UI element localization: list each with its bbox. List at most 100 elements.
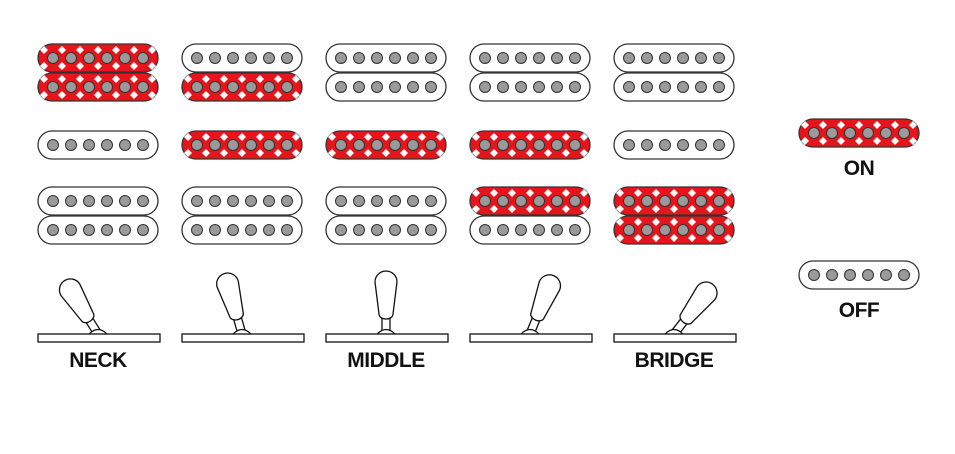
pole-piece — [119, 139, 131, 151]
diamond-pattern — [220, 149, 228, 157]
pole-piece — [371, 224, 383, 236]
pole-piece — [641, 81, 653, 93]
bottom-humbucker-lower-coil-on — [613, 215, 735, 245]
diamond-pattern — [364, 133, 372, 141]
legend: ON OFF — [798, 118, 920, 322]
pole-piece — [353, 195, 365, 207]
pole-piece — [119, 52, 131, 64]
diamond-pattern — [238, 133, 246, 141]
top-humbucker-lower-coil-off — [325, 72, 447, 102]
bottom-humbucker-lower-coil-off — [469, 215, 591, 245]
diamond-pattern — [706, 189, 714, 197]
diamond-pattern — [148, 75, 156, 83]
pole-piece — [551, 52, 563, 64]
diamond-pattern — [274, 75, 282, 83]
coil-body — [613, 130, 735, 160]
bottom-humbucker-upper-coil-off — [325, 186, 447, 216]
pole-piece — [880, 269, 892, 281]
coil-body — [613, 186, 735, 216]
pole-piece — [533, 52, 545, 64]
pole-piece — [407, 52, 419, 64]
pole-piece — [191, 224, 203, 236]
pole-piece — [713, 139, 725, 151]
pole-piece — [281, 81, 293, 93]
diamond-pattern — [706, 234, 714, 242]
switch-position-3: MIDDLE — [325, 43, 449, 372]
diamond-pattern — [670, 205, 678, 213]
diamond-pattern — [256, 91, 264, 99]
switch-position-2 — [181, 43, 305, 343]
pole-piece — [808, 127, 820, 139]
pole-piece — [245, 139, 257, 151]
diamond-pattern — [418, 133, 426, 141]
top-humbucker-upper-coil-off — [469, 43, 591, 73]
single-coil-on — [325, 130, 447, 160]
diamond-pattern — [382, 133, 390, 141]
legend-off-coil-off — [798, 260, 920, 290]
pole-piece — [515, 81, 527, 93]
pole-piece — [533, 224, 545, 236]
diamond-pattern — [238, 149, 246, 157]
lever-knob — [374, 270, 398, 320]
diamond-pattern — [112, 91, 120, 99]
pole-piece — [101, 195, 113, 207]
diamond-pattern — [400, 149, 408, 157]
coil-body — [37, 186, 159, 216]
bottom-humbucker-lower-coil-off — [325, 215, 447, 245]
pole-piece — [659, 224, 671, 236]
pole-piece — [479, 81, 491, 93]
pole-piece — [371, 195, 383, 207]
pole-piece — [65, 224, 77, 236]
diamond-pattern — [801, 121, 809, 129]
diamond-pattern — [202, 91, 210, 99]
diamond-pattern — [508, 149, 516, 157]
pole-piece — [119, 195, 131, 207]
switch-plate — [325, 333, 449, 343]
pole-piece — [551, 195, 563, 207]
pole-piece — [677, 195, 689, 207]
switch-plate — [181, 333, 305, 343]
pole-piece — [101, 224, 113, 236]
pole-piece — [335, 195, 347, 207]
bottom-humbucker-upper-coil-on — [613, 186, 735, 216]
diamond-pattern — [94, 75, 102, 83]
diamond-pattern — [508, 189, 516, 197]
diamond-pattern — [526, 149, 534, 157]
diamond-pattern — [112, 75, 120, 83]
coil-body — [798, 118, 920, 148]
coil-body — [469, 186, 591, 216]
diamond-pattern — [819, 137, 827, 145]
coil-body — [37, 215, 159, 245]
pole-piece — [407, 224, 419, 236]
switch-position-1: NECK — [37, 43, 161, 372]
pole-piece — [245, 195, 257, 207]
pole-piece — [209, 81, 221, 93]
pole-piece — [137, 81, 149, 93]
single-coil-off — [37, 130, 159, 160]
diamond-pattern — [652, 218, 660, 226]
pole-piece — [659, 81, 671, 93]
coil-body — [325, 43, 447, 73]
pole-piece — [65, 81, 77, 93]
pole-piece — [281, 139, 293, 151]
pole-piece — [389, 139, 401, 151]
diamond-pattern — [364, 149, 372, 157]
pole-piece — [677, 81, 689, 93]
pole-piece — [353, 224, 365, 236]
pole-piece — [677, 224, 689, 236]
pole-piece — [641, 139, 653, 151]
diamond-pattern — [652, 205, 660, 213]
pole-piece — [623, 52, 635, 64]
pole-piece — [137, 139, 149, 151]
diamond-pattern — [418, 149, 426, 157]
pole-piece — [659, 139, 671, 151]
pole-piece — [371, 81, 383, 93]
pole-piece — [47, 52, 59, 64]
pole-piece — [551, 139, 563, 151]
pole-piece — [515, 52, 527, 64]
pole-piece — [862, 127, 874, 139]
pole-piece — [335, 52, 347, 64]
selector-switch — [181, 272, 305, 343]
lever-pivot — [88, 328, 108, 335]
diamond-pattern — [184, 149, 192, 157]
